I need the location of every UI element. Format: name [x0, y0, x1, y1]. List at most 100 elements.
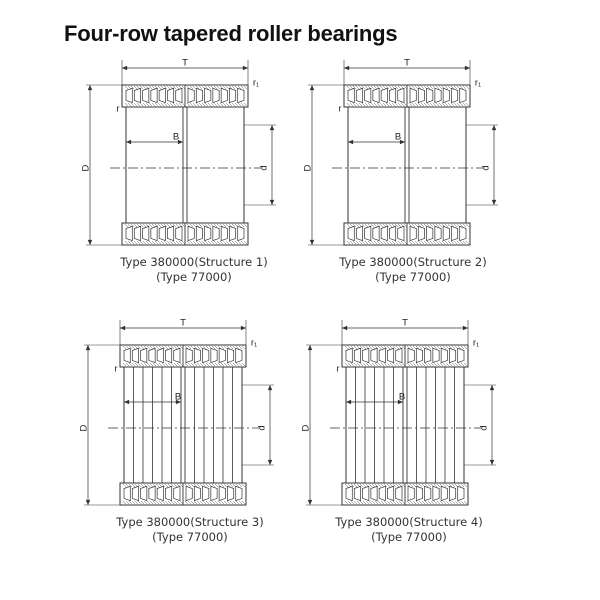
hatch-line [133, 102, 138, 107]
T-arrow-right [242, 65, 248, 71]
hatch-line [418, 483, 423, 488]
tapered-roller [378, 485, 386, 502]
hatch-line [166, 240, 171, 245]
hatch-line [463, 362, 468, 367]
hatch-line [362, 483, 367, 488]
hatch-line [136, 102, 141, 107]
hatch-line [213, 85, 218, 90]
hatch-line [192, 102, 197, 107]
hatch-line [161, 500, 166, 505]
hatch-line [210, 85, 215, 90]
hatch-line [128, 362, 133, 367]
tapered-roller [440, 347, 448, 364]
tapered-roller [417, 87, 425, 104]
hatch-line [358, 240, 363, 245]
hatch-line [175, 223, 180, 228]
B-label: B [395, 132, 401, 143]
hatch-line [173, 345, 178, 350]
hatch-line [379, 85, 384, 90]
hatch-line [414, 102, 419, 107]
hatch-line [154, 240, 159, 245]
hatch-line [189, 85, 194, 90]
hatch-line [240, 102, 245, 107]
hatch-line [379, 223, 384, 228]
d-label: d [259, 165, 270, 170]
tapered-roller [345, 485, 353, 502]
tapered-roller [167, 225, 175, 242]
hatch-line [408, 85, 413, 90]
hatch-line [146, 362, 151, 367]
diagram-caption: Type 380000(Structure 1) [120, 255, 268, 269]
D-arrow-bottom [85, 499, 91, 505]
diagram-subcaption: (Type 77000) [152, 530, 228, 544]
tapered-roller [397, 87, 405, 104]
hatch-line [222, 240, 227, 245]
B-arrow-right [397, 399, 403, 405]
hatch-line [349, 223, 354, 228]
hatch-line [347, 345, 352, 350]
hatch-line [442, 483, 447, 488]
hatch-line [134, 345, 139, 350]
hatch-line [352, 85, 357, 90]
tapered-roller [397, 225, 405, 242]
hatch-line [125, 345, 130, 350]
hatch-line [211, 345, 216, 350]
hatch-line [347, 483, 352, 488]
hatch-line [364, 223, 369, 228]
tapered-roller [148, 485, 156, 502]
hatch-line [436, 345, 441, 350]
hatch-line [151, 85, 156, 90]
hatch-line [355, 85, 360, 90]
hatch-line [444, 102, 449, 107]
hatch-line [176, 362, 181, 367]
hatch-line [450, 85, 455, 90]
tapered-roller [355, 87, 363, 104]
hatch-line [442, 500, 447, 505]
hatch-line [359, 345, 364, 350]
hatch-line [456, 102, 461, 107]
r-label: r [116, 104, 119, 115]
hatch-line [388, 102, 393, 107]
hatch-line [202, 345, 207, 350]
hatch-line [238, 362, 243, 367]
tapered-roller [204, 225, 212, 242]
hatch-line [149, 500, 154, 505]
hatch-line [137, 345, 142, 350]
hatch-line [358, 102, 363, 107]
hatch-line [406, 362, 411, 367]
hatch-line [130, 102, 135, 107]
hatch-line [134, 500, 139, 505]
hatch-line [234, 223, 239, 228]
hatch-line [347, 362, 352, 367]
hatch-line [196, 362, 201, 367]
hatch-line [385, 240, 390, 245]
hatch-line [148, 85, 153, 90]
hatch-line [178, 240, 183, 245]
hatch-line [145, 85, 150, 90]
hatch-line [385, 85, 390, 90]
hatch-line [438, 223, 443, 228]
hatch-line [454, 362, 459, 367]
hatch-line [223, 362, 228, 367]
hatch-line [240, 240, 245, 245]
hatch-line [167, 483, 172, 488]
hatch-line [355, 240, 360, 245]
tapered-roller [442, 225, 450, 242]
hatch-line [421, 483, 426, 488]
hatch-line [217, 345, 222, 350]
hatch-line [376, 85, 381, 90]
hatch-line [418, 362, 423, 367]
hatch-line [122, 483, 127, 488]
hatch-line [142, 85, 147, 90]
tapered-roller [355, 225, 363, 242]
hatch-line [127, 240, 132, 245]
hatch-line [176, 345, 181, 350]
hatch-line [344, 483, 349, 488]
hatch-line [195, 223, 200, 228]
hatch-line [368, 500, 373, 505]
tapered-roller [378, 347, 386, 364]
caption-structure-4: Type 380000(Structure 4) (Type 77000) [299, 515, 519, 545]
hatch-line [220, 362, 225, 367]
hatch-line [229, 362, 234, 367]
hatch-line [127, 102, 132, 107]
